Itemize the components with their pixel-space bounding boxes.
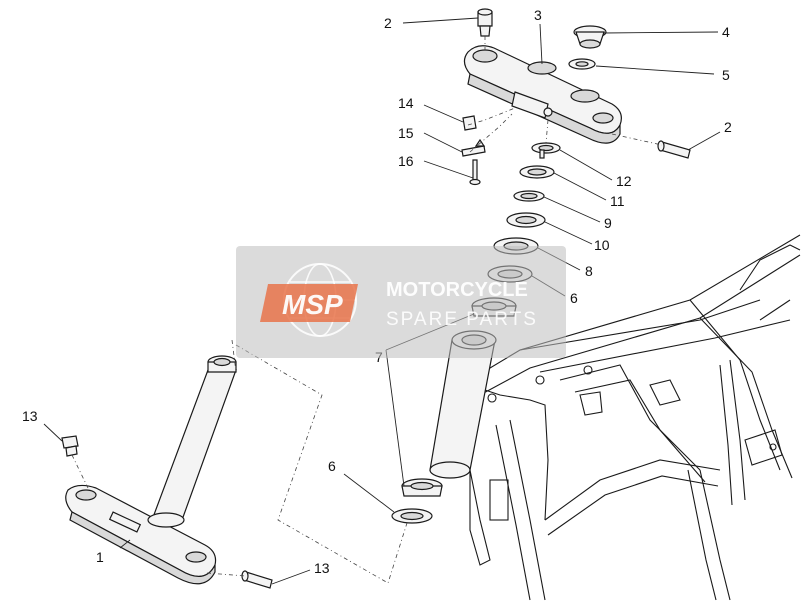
watermark: MSP MOTORCYCLE SPARE PARTS [236,246,566,358]
msp-logo-text: MSP [282,289,343,320]
part-7-lower-race [401,478,443,497]
msp-logo: MSP [260,263,358,337]
motorcycle-frame [469,234,801,601]
part-11-ring-nut [519,165,555,179]
part-13-pin-bottom [241,570,273,589]
part-5-washer [568,58,596,70]
leader-lines [43,17,721,585]
part-13-bolt-left [61,435,79,457]
callout-8: 8 [585,263,593,279]
callout-5: 5 [722,67,730,83]
part-10-ring-nut [506,212,546,228]
callout-12: 12 [616,173,632,189]
part-1-steering-stem [65,355,237,585]
callout-13-left: 13 [22,408,38,424]
part-2-bolt-top [477,8,493,37]
watermark-brand: MOTORCYCLE [386,279,528,301]
part-4-cap-nut [573,25,607,49]
part-14-clip [462,115,477,131]
assembly-lines [71,36,663,584]
callout-4: 4 [722,24,730,40]
callout-labels: 1 2 2 3 4 5 6 6 7 8 9 10 11 12 13 13 14 … [22,7,732,576]
callout-16: 16 [398,153,414,169]
callout-11: 11 [610,193,625,209]
part-3-upper-yoke [463,45,622,144]
callout-10: 10 [594,237,610,253]
callout-2-top: 2 [384,15,392,31]
part-15-bracket [461,138,486,157]
callout-9: 9 [604,215,612,231]
callout-15: 15 [398,125,414,141]
callout-3: 3 [534,7,542,23]
part-9-washer [513,190,545,202]
callout-1: 1 [96,549,104,565]
part-12-lock-washer [531,142,561,159]
callout-6-lower: 6 [328,458,336,474]
callout-14: 14 [398,95,414,111]
part-2-pin-right [657,140,691,159]
callout-6-upper: 6 [570,290,578,306]
callout-2-right: 2 [724,119,732,135]
watermark-subtitle: SPARE PARTS [386,309,538,330]
part-16-screw [469,159,481,186]
callout-13-bottom: 13 [314,560,330,576]
part-6-lower-bearing [391,508,433,524]
watermark-background [236,246,566,358]
